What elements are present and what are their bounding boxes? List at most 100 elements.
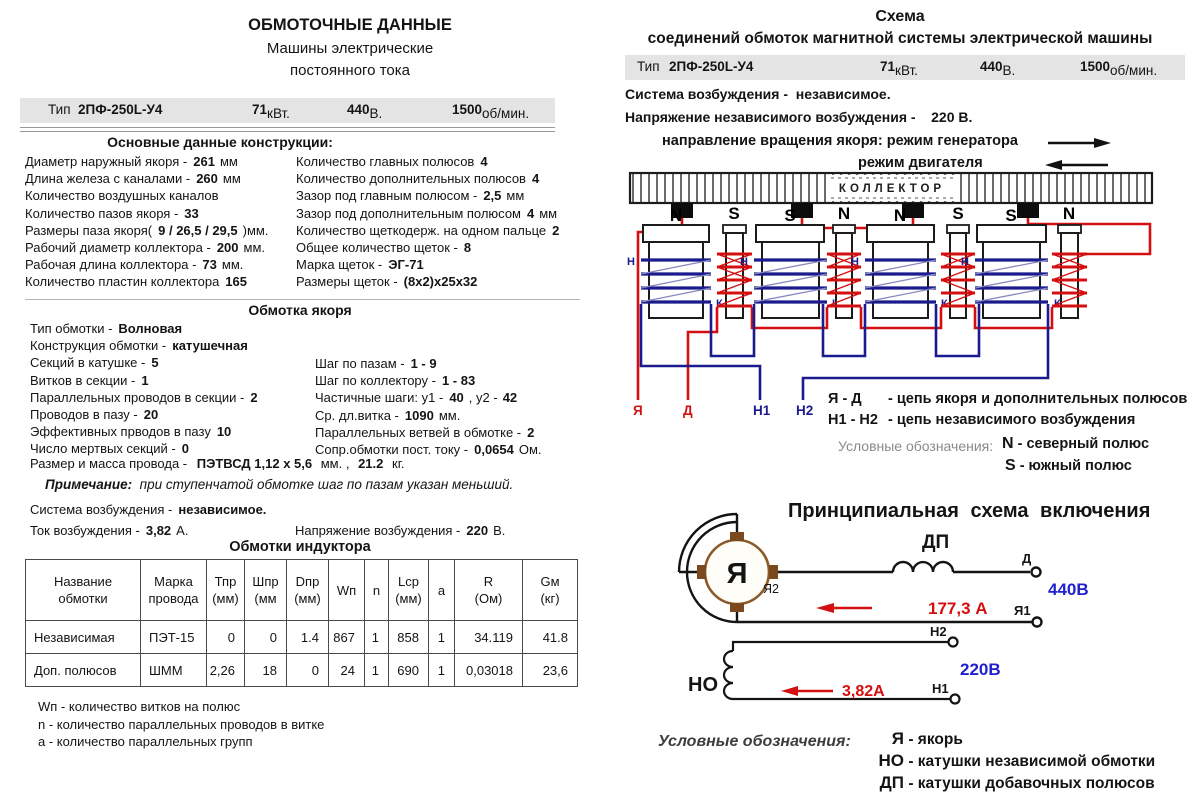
coil-start-label: Н xyxy=(961,256,969,268)
type-label: Тип xyxy=(637,59,660,74)
armature-col-right: Шаг по пазам -1 - 9 Шаг по коллектору -1… xyxy=(315,355,542,458)
note-line: Примечание: при ступенчатой обмотке шаг … xyxy=(45,477,514,492)
cell: 23,6 xyxy=(522,653,578,687)
main-coil xyxy=(974,258,1049,304)
footnote: а - количество параллельных групп xyxy=(38,734,253,749)
schematic-brushes xyxy=(697,532,778,612)
armature-branch: Я1 177,3 А 440В xyxy=(737,580,1089,628)
circuit-legend-armature: Я - Д- цепь якоря и дополнительных полюс… xyxy=(828,391,1188,407)
collector-label-box xyxy=(827,175,957,201)
armature-symbol: Я Я2 xyxy=(677,512,779,624)
table-footnotes: Wп - количество витков на полюс n - коли… xyxy=(38,698,324,751)
terminal-n2-circle xyxy=(947,636,959,648)
commutating-pole: S xyxy=(716,204,753,319)
no-coil xyxy=(722,649,734,701)
rotation-motor-line: режим двигателя xyxy=(858,155,983,171)
terminal-n2-label: Н2 xyxy=(930,624,947,639)
cell: 18 xyxy=(244,653,287,687)
rotation-generator-line: направление вращения якоря: режим генера… xyxy=(662,133,1018,149)
param-row: Параллельных проводов в секции -2 xyxy=(30,389,258,405)
cell: 1 xyxy=(428,620,455,654)
coil-start-label: Н xyxy=(851,256,859,268)
col-header: n xyxy=(364,559,389,621)
cell: 0 xyxy=(206,620,245,654)
arrow-left-icon xyxy=(1045,160,1108,170)
commutating-pole: S xyxy=(940,204,976,319)
symbols-heading: Условные обозначения: xyxy=(838,438,994,454)
cell: 1 xyxy=(428,653,455,687)
col-header: а xyxy=(428,559,455,621)
brushes xyxy=(671,203,1039,218)
voltage: 440 В. xyxy=(347,102,383,121)
no-label: НО xyxy=(688,674,718,696)
add-poles-branch: ДП Д xyxy=(778,532,1042,578)
arrow-right-icon xyxy=(1048,138,1111,148)
cell: 690 xyxy=(388,653,429,687)
schematic-legend-heading: Условные обозначения: xyxy=(658,733,851,750)
cell: 34.119 xyxy=(454,620,523,654)
cell: 41.8 xyxy=(522,620,578,654)
circuit-legend-excitation: Н1 - Н2- цепь независимого возбуждения xyxy=(828,412,1136,428)
brush xyxy=(671,203,693,218)
param-row: Витков в секции -1 xyxy=(30,372,149,388)
coil-start-label: Н xyxy=(627,256,635,268)
commutating-pole: N xyxy=(1051,204,1088,319)
collector-bar: КОЛЛЕКТОР xyxy=(628,171,1154,218)
terminal-ya1-circle xyxy=(1031,616,1043,628)
page-subtitle-2: постоянного тока xyxy=(290,62,410,79)
terminal-ya2-label: Я2 xyxy=(763,582,779,596)
brush xyxy=(902,203,924,218)
pole-polarity-label: N xyxy=(670,206,682,225)
main-pole: S Н К xyxy=(961,206,1061,319)
pole-polarity-label: N xyxy=(894,206,906,225)
pole-polarity-label: S xyxy=(784,206,795,225)
excitation-voltage-line-right: Напряжение независимого возбуждения - 22… xyxy=(625,109,973,125)
cell: Независимая xyxy=(25,620,141,654)
schematic-title: Принципиальная схема включения xyxy=(788,500,1151,522)
cell: 1.4 xyxy=(286,620,329,654)
main-coil xyxy=(753,258,828,304)
dp-coil xyxy=(891,560,955,573)
param-row: Общее количество щеток -8 xyxy=(296,240,472,256)
commutating-coil xyxy=(1051,252,1088,308)
commutating-pole: N xyxy=(826,204,862,319)
cell: 24 xyxy=(328,653,365,687)
param-row: Количество пазов якоря -33 xyxy=(25,205,199,221)
cell: 0,03018 xyxy=(454,653,523,687)
param-row: Проводов в пазу -20 xyxy=(30,407,159,423)
magnetic-system-diagram: КОЛЛЕКТОР N xyxy=(627,171,1154,418)
armature-label: Я xyxy=(727,558,748,590)
cell: 0 xyxy=(286,653,329,687)
terminal-d: Д xyxy=(683,403,693,418)
footnote: Wп - количество витков на полюс xyxy=(38,699,241,714)
wire-size-line: Размер и масса провода - ПЭТВСД 1,12 х 5… xyxy=(30,456,405,471)
machine-type-bar-right: Тип 2ПФ-250L-У4 71 кВт. 440 В. 1500 об/м… xyxy=(625,55,1185,80)
pole-polarity-label: S xyxy=(728,204,739,223)
coil-end-label: К xyxy=(716,298,723,310)
excitation-system-line: Система возбуждения -независимое. xyxy=(30,502,267,517)
cell: 0 xyxy=(244,620,287,654)
cell: 858 xyxy=(388,620,429,654)
cell: 1 xyxy=(364,620,389,654)
collector-label: КОЛЛЕКТОР xyxy=(839,183,945,195)
armature-col-left: Тип обмотки -Волновая Конструкция обмотк… xyxy=(30,320,263,458)
schematic-legend-armature: Я - якорь xyxy=(891,729,963,748)
power: 71 кВт. xyxy=(880,59,918,78)
commutating-coil xyxy=(940,252,976,308)
pole-polarity-label: N xyxy=(1063,204,1075,223)
